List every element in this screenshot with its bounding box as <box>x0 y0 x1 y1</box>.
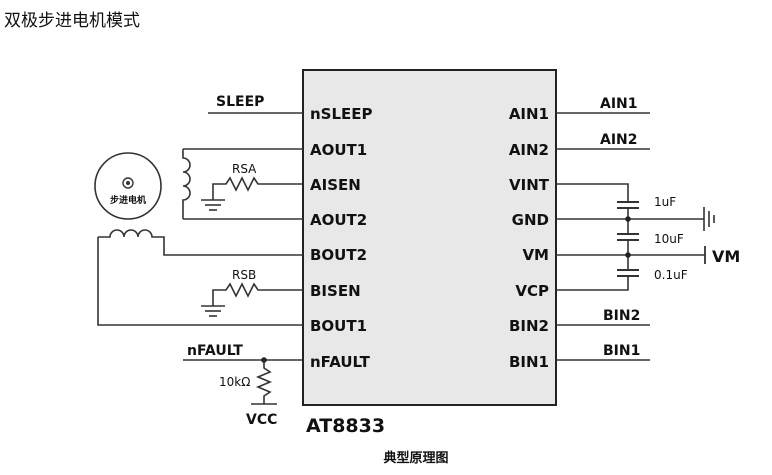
ground-icon <box>703 207 715 231</box>
coil-b <box>98 229 303 256</box>
rsa-resistor <box>212 176 303 200</box>
net-vcc-label: VCC <box>246 412 277 428</box>
pin-aout2: AOUT2 <box>310 211 367 229</box>
wire-vcp <box>556 276 629 291</box>
cap3-label: 0.1uF <box>654 268 688 282</box>
wire-vint <box>556 183 629 202</box>
pin-bout1: BOUT1 <box>310 317 367 335</box>
pin-ain1: AIN1 <box>509 105 549 123</box>
pin-vm: VM <box>522 246 549 264</box>
pin-bisen: BISEN <box>310 282 361 300</box>
pin-vint: VINT <box>509 176 550 194</box>
pin-gnd: GND <box>512 211 549 229</box>
diagram-caption: 典型原理图 <box>383 450 448 466</box>
pin-bin2: BIN2 <box>509 317 549 335</box>
pin-bout2: BOUT2 <box>310 246 367 264</box>
chip-name: AT8833 <box>306 415 385 437</box>
net-bin2-label: BIN2 <box>603 308 640 324</box>
ground-icon <box>201 199 225 211</box>
wire-bout1 <box>97 237 303 326</box>
cap1-label: 1uF <box>654 195 676 209</box>
pin-aisen: AISEN <box>310 176 361 194</box>
pin-bin1: BIN1 <box>509 353 549 371</box>
rsb-label: RSB <box>232 268 256 282</box>
stepper-motor-icon <box>94 152 162 220</box>
pin-aout1: AOUT1 <box>310 141 367 159</box>
net-sleep-label: SLEEP <box>216 94 264 110</box>
net-ain1-label: AIN1 <box>600 96 638 112</box>
chip-body <box>302 69 557 406</box>
net-vm-label: VM <box>712 247 740 266</box>
page-title: 双极步进电机模式 <box>4 11 140 31</box>
rsa-label: RSA <box>232 162 257 176</box>
pin-ain2: AIN2 <box>509 141 549 159</box>
pullup-label: 10kΩ <box>219 375 250 389</box>
cap2-label: 10uF <box>654 232 684 246</box>
motor-label: 步进电机 <box>110 194 146 206</box>
pin-nfault: nFAULT <box>310 353 371 371</box>
rsb-resistor <box>212 282 303 306</box>
coil-a <box>182 149 191 219</box>
net-ain2-label: AIN2 <box>600 132 638 148</box>
pullup-resistor <box>255 360 273 404</box>
net-nfault-label: nFAULT <box>187 343 243 359</box>
pin-nsleep: nSLEEP <box>310 105 373 123</box>
pin-vcp: VCP <box>515 282 549 300</box>
net-bin1-label: BIN1 <box>603 343 640 359</box>
ground-icon <box>201 305 225 317</box>
